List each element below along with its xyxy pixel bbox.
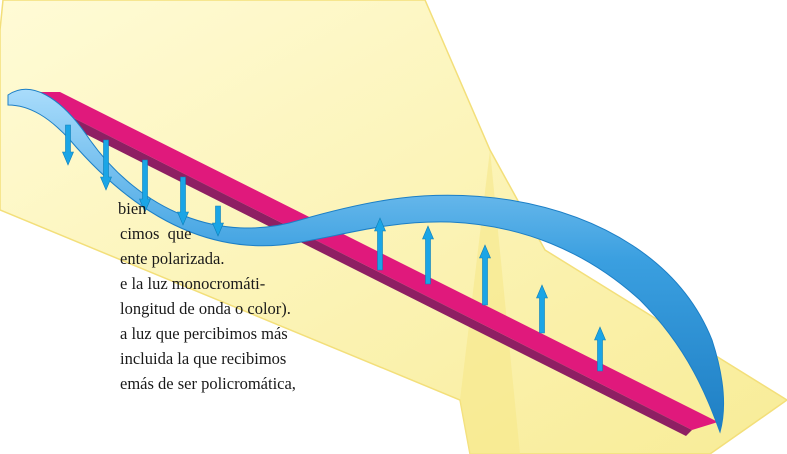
body-text-line-7: incluida la que recibimos <box>120 351 286 368</box>
body-text-line-5: longitud de onda o color). <box>120 301 291 318</box>
body-text-line-4: e la luz monocromáti- <box>120 276 265 293</box>
body-text-line-2: cimos que <box>120 226 192 243</box>
body-text-line-1: bien <box>118 201 146 218</box>
body-text-line-6: a luz que percibimos más <box>120 326 288 343</box>
body-text-line-3: ente polarizada. <box>120 251 224 268</box>
body-text-line-8: emás de ser policromática, <box>120 376 296 393</box>
